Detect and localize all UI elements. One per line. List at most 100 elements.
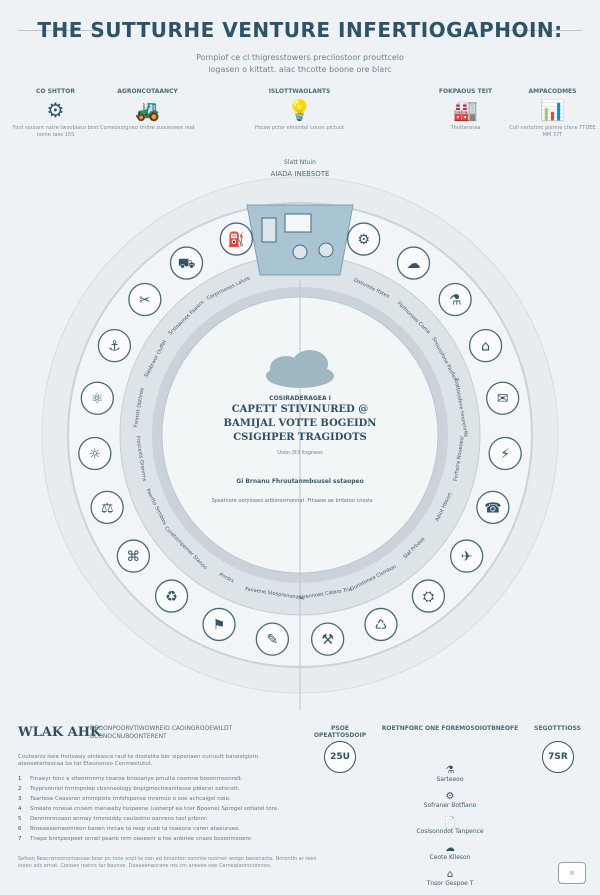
svg-text:⚖: ⚖ — [101, 500, 114, 516]
workbank-list: 1 Fmaeyr fonc a siteorrnnmy tisaroe bnooa… — [18, 774, 298, 844]
corner-logo: ◎ — [558, 862, 586, 884]
process-badge-left: 25U — [324, 741, 356, 773]
subtitle-line-2: logasen o kittatt. alac thcotte boone or… — [208, 65, 392, 74]
ring-icon: ♺ — [364, 607, 398, 642]
ring-icon: ♻ — [154, 579, 189, 613]
step-label: Sarteeoo — [436, 776, 464, 783]
step-label: Cosisonndot Tanpence — [416, 828, 484, 835]
chart-icon: 📊 — [540, 98, 565, 122]
workbank-description: Couteaniz loee fnotsway oinleasca rauf t… — [18, 754, 259, 767]
process-heading-center: ROETNFORC ONE FOREMOSOIOTBNEOFE — [381, 725, 519, 732]
list-text: Broeaeaemeomreon baoen mrcae ta reep ous… — [30, 826, 241, 832]
process-step: 📄Cosisonndot Tanpence — [370, 817, 530, 835]
step-label: Ceote Klleson — [429, 854, 471, 861]
bulb-icon — [318, 242, 334, 258]
center-line-4: CSIGHPER TRAGIDOTS — [233, 432, 367, 443]
svg-text:⚙: ⚙ — [357, 232, 370, 248]
ring-icon: ⌂ — [468, 328, 503, 363]
process-heading-right: SEGOTTTIOSS — [534, 725, 581, 732]
svg-text:✂: ✂ — [139, 292, 151, 308]
process-step: ⌂Tnsor Gespoe T — [370, 869, 530, 887]
factory-icon: 🏭 — [453, 98, 478, 122]
ring-icon: ⌘ — [116, 539, 150, 573]
svg-text:⌘: ⌘ — [126, 549, 140, 565]
list-item: 3 Taartese Ceassran ommiplsts tmfsfspense… — [18, 794, 298, 804]
ring-icon: ⚗ — [438, 282, 472, 317]
list-text: Tsypronnrsn frmmpnlep cbsnneology bnpigm… — [30, 786, 240, 792]
ring-icon: ✉ — [486, 381, 520, 415]
svg-text:✎: ✎ — [266, 632, 278, 648]
list-text: Dennmrmoaon anmay trmnoiddy ceulastno oa… — [30, 816, 208, 822]
svg-text:⛭: ⛭ — [423, 589, 434, 605]
workbank-section: WLAK AHK DEOONPOORVTIWOWREIO CAOINGROOEW… — [18, 725, 298, 844]
svg-text:⚡: ⚡ — [500, 446, 510, 462]
top-section-label: AGRONCOTAANCY — [117, 88, 178, 95]
ring-icon: ⚖ — [90, 490, 124, 525]
ring-icon: ⚛ — [80, 381, 114, 415]
list-text: Taartese Ceassran ommiplsts tmfsfspense … — [30, 796, 231, 802]
ring-icon: ☎ — [476, 490, 510, 525]
center-line-2: CAPETT STIVINURED @ — [232, 404, 369, 415]
top-section-2: AGRONCOTAANCY 🚜 Comeoxxtgneo tmitre zuou… — [100, 88, 195, 132]
top-section-label: AMPACODMES — [528, 88, 577, 95]
top-section-5: AMPACODMES 📊 Coll nertotorc pomne cfane … — [505, 88, 600, 139]
workbank-heading: DEOONPOORVTIWOWREIO CAOINGROOEWILDT BCON… — [90, 725, 233, 740]
list-text: Sroeate roneue cnoem menwaby tsopeene (u… — [30, 806, 279, 812]
top-section-label: FOKPAOUS TEIT — [438, 88, 493, 95]
ring-icon: ☁ — [396, 246, 431, 280]
svg-text:⚒: ⚒ — [321, 632, 334, 648]
list-item: 6 Broeaeaemeomreon baoen mrcae ta reep ou… — [18, 824, 298, 834]
svg-text:✉: ✉ — [497, 391, 509, 407]
process-steps: ⚗Sarteeoo ⚙Sofraner Botfiano 📄Cosisonndo… — [370, 765, 530, 895]
svg-text:☼: ☼ — [89, 446, 102, 462]
ring-icon: ⛽ — [219, 222, 253, 256]
machine-icon: ⚙ — [46, 98, 65, 122]
cloud-icon: ☁ — [445, 843, 455, 854]
step-label: Tnsor Gespoe T — [426, 880, 474, 887]
mid-heading: Gi Brnanu Fhruutanmbsusel sstaopeo — [236, 478, 363, 485]
list-number: 2 — [18, 786, 22, 792]
top-section-label: ISLOTTWAOLANTS — [268, 88, 331, 95]
footer-text: Sefsan Reacrwnoonomasoae boar pn tooe on… — [18, 856, 317, 869]
ring-icon: ✎ — [255, 622, 289, 656]
page-title: THE SUTTURHE VENTURE INFERTIOGAPHOIN: — [37, 18, 563, 42]
svg-text:⛽: ⛽ — [228, 231, 245, 248]
wheel-svg: ⚙☁⚗⌂✉⚡☎✈⛭♺⚒✎⚑♻⌘⚖☼⚛⚓✂⛟⛽ Dolnrmte ffsteoFb… — [41, 159, 559, 710]
top-section-1: CO SHTTOR ⚙ Fout soutant natre twoobiaco… — [8, 88, 103, 139]
list-text: Tnepe bnrtpeopeet onnel peanb nrm oaoeen… — [30, 836, 253, 842]
process-step: ☁Ceote Klleson — [370, 843, 530, 861]
top-section-3: ISLOTTWAOLANTS 💡 Hstaw pctor elmontel co… — [252, 88, 347, 132]
list-number: 4 — [18, 806, 22, 812]
gear-icon: ⚙ — [445, 791, 455, 802]
list-item: 1 Fmaeyr fonc a siteorrnnmy tisaroe bnooa… — [18, 774, 298, 784]
svg-text:♺: ♺ — [375, 617, 388, 633]
list-number: 6 — [18, 826, 22, 832]
ring-icon: ⚑ — [202, 607, 236, 642]
ring-icon: ⛭ — [411, 579, 446, 613]
list-text: Fmaeyr fonc a siteorrnnmy tisaroe bnooan… — [30, 776, 243, 782]
workbank-title: WLAK AHK — [18, 725, 102, 740]
list-item: 4 Sroeate roneue cnoem menwaby tsopeene (… — [18, 804, 298, 814]
svg-text:☁: ☁ — [406, 256, 420, 272]
mid-right-text: Frtaaoe ae brdatoo cnosts — [307, 498, 373, 504]
process-step: ⚗Sarteeoo — [370, 765, 530, 783]
cloud-icon — [266, 350, 334, 388]
top-section-4: FOKPAOUS TEIT 🏭 Thnitarsnaa — [418, 88, 513, 132]
ring-icon: ✈ — [450, 539, 484, 573]
list-number: 3 — [18, 796, 22, 802]
svg-text:☎: ☎ — [484, 500, 501, 516]
list-number: 1 — [18, 776, 22, 782]
monitor-icon — [284, 213, 312, 233]
svg-text:⌂: ⌂ — [481, 339, 490, 355]
subtitle-line-1: Pompiof ce cl thigresstowers precilostoo… — [196, 53, 404, 62]
top-section-label: CO SHTTOR — [36, 88, 75, 95]
lightbulb-icon: 💡 — [287, 98, 312, 122]
document-icon: 📄 — [443, 817, 457, 828]
page-subtitle: Pompiof ce cl thigresstowers precilostoo… — [150, 52, 450, 76]
process-badge-right: 7SR — [542, 741, 574, 773]
top-section-text: Coll nertotorc pomne cfane TTOEE MM 37T — [509, 125, 596, 138]
ring-icon: ⚙ — [347, 222, 381, 256]
top-section-text: Hstaw pctor elmontel cousn pictuut — [254, 125, 345, 131]
svg-text:⛟: ⛟ — [178, 256, 196, 272]
